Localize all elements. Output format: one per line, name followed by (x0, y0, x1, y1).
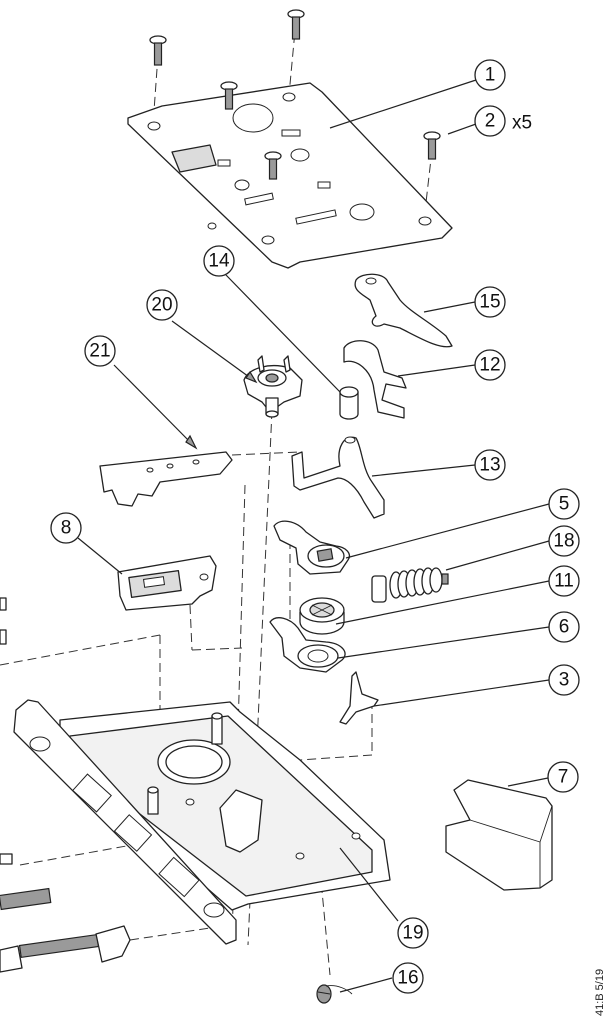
callout-label: 6 (559, 617, 570, 638)
callout-15: 15 (474, 286, 506, 318)
screw-1 (287, 9, 305, 40)
callout-label: 18 (553, 531, 574, 552)
cover-plate (127, 82, 453, 269)
cam-washer (269, 617, 346, 673)
callout-8: 8 (50, 512, 82, 544)
callout-label: 14 (208, 251, 230, 272)
screw-set (149, 9, 441, 180)
callout-label: 1 (485, 65, 496, 86)
callout-label: 15 (479, 292, 500, 313)
callout-label: 21 (89, 341, 110, 362)
callout-label: 20 (151, 295, 172, 316)
callout-16: 16 (392, 962, 424, 994)
lock-case (13, 699, 391, 945)
callout-5: 5 (548, 488, 580, 520)
callout-label: 5 (559, 494, 570, 515)
leader-lines (77, 79, 550, 993)
left-threaded-screws (0, 597, 131, 973)
callout-label: 13 (479, 455, 500, 476)
callout-12: 12 (474, 349, 506, 381)
screw-5 (423, 131, 441, 160)
guide-plate (117, 555, 217, 611)
callout-7: 7 (547, 761, 579, 793)
cover-sleeve (445, 779, 553, 891)
callout-19: 19 (397, 917, 429, 949)
callout-21: 21 (84, 335, 116, 367)
callout-6: 6 (548, 611, 580, 643)
screw-3 (220, 81, 238, 110)
callout-label: 16 (397, 968, 418, 989)
callout-20: 20 (146, 289, 178, 321)
callout-label: 19 (402, 923, 423, 944)
screw-2 (149, 35, 167, 66)
screw-4 (264, 151, 282, 180)
bottom-spring (316, 984, 353, 1004)
callout-13: 13 (474, 449, 506, 481)
quantity-note: x5 (512, 113, 532, 134)
latch-slide (99, 451, 233, 507)
small-spring (339, 671, 379, 725)
callout-1: 1 (474, 59, 506, 91)
callout-label: 8 (61, 518, 72, 539)
callout-label: 7 (558, 767, 569, 788)
roller-hub (299, 597, 345, 635)
callout-14: 14 (203, 245, 235, 277)
document-code: 41:B 5/19 (594, 968, 606, 1016)
square-hub (273, 520, 351, 575)
hub-assembly (243, 355, 303, 418)
callout-label: 12 (479, 355, 500, 376)
lever-arm (354, 273, 453, 348)
callout-3: 3 (548, 664, 580, 696)
callout-label: 11 (554, 571, 574, 592)
cam-lever (291, 436, 385, 519)
callout-label: 3 (559, 670, 570, 691)
callout-11: 11 (548, 565, 580, 597)
callout-18: 18 (548, 525, 580, 557)
spring-clip (343, 340, 407, 419)
coil-spring (371, 567, 449, 603)
callout-label: 2 (485, 111, 496, 132)
callout-2: 2 x5 (474, 105, 532, 137)
roller (339, 386, 359, 420)
